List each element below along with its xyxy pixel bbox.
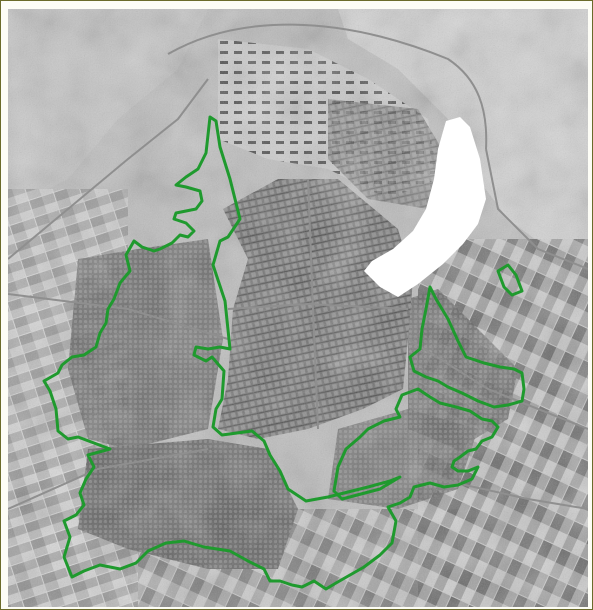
city-boundary[interactable] bbox=[42, 115, 500, 591]
road-center-ns bbox=[307, 178, 319, 430]
map-viewport[interactable] bbox=[8, 9, 588, 607]
terrain-grain bbox=[8, 9, 588, 607]
road-network bbox=[8, 23, 588, 510]
city-boundary-enclave[interactable] bbox=[496, 263, 524, 297]
ring-road bbox=[167, 23, 488, 150]
road-center-ew bbox=[227, 302, 409, 310]
road-northeast bbox=[485, 148, 588, 270]
city-boundary-east-lobe[interactable] bbox=[408, 285, 526, 409]
satellite-map[interactable] bbox=[8, 9, 588, 607]
road-northwest bbox=[8, 78, 209, 260]
road-southwest bbox=[8, 448, 209, 510]
masked-area bbox=[364, 117, 486, 297]
road-west bbox=[8, 293, 229, 340]
road-east-2 bbox=[437, 478, 588, 510]
road-east bbox=[407, 338, 588, 430]
